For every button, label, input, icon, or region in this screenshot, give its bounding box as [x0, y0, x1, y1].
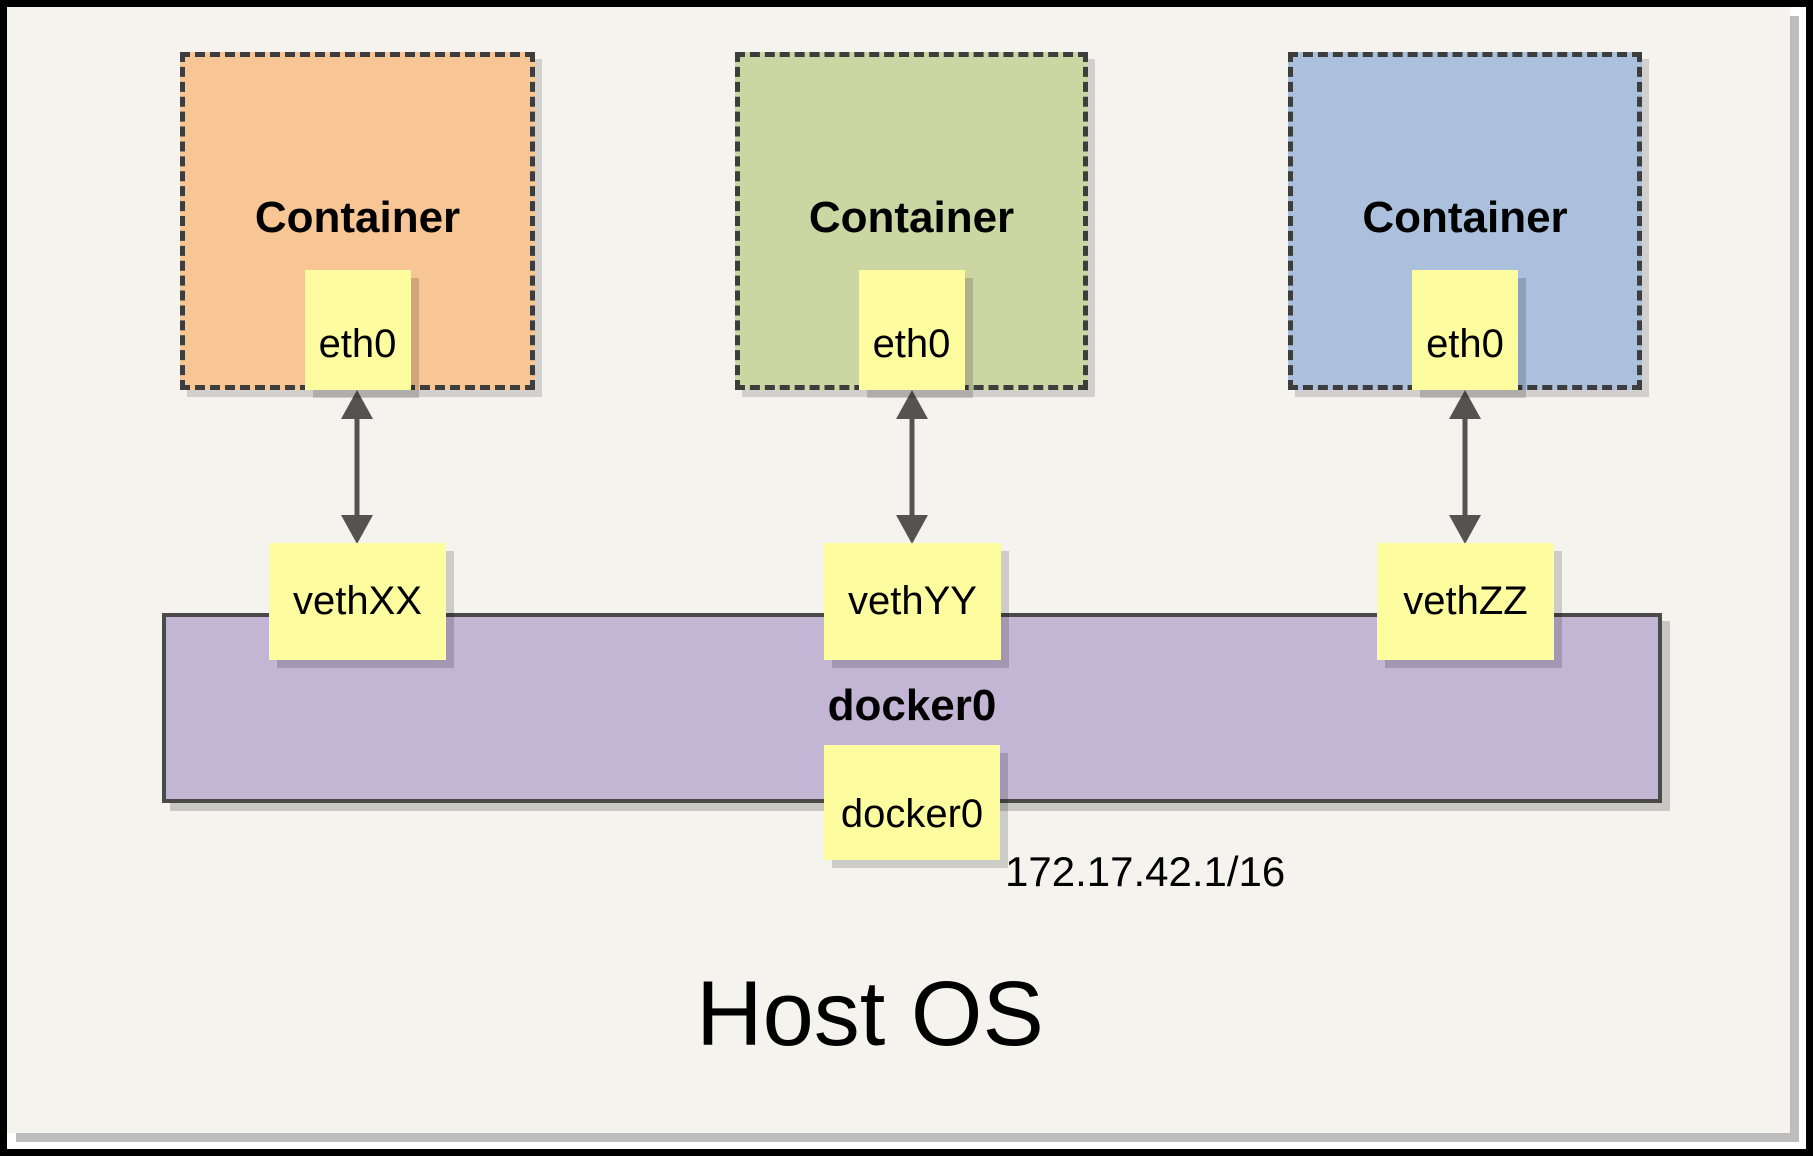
eth0-interface-box-2: eth0 [858, 270, 965, 390]
container-label: Container [254, 193, 461, 242]
container-box-2: Container eth0 [735, 52, 1088, 390]
host-os-label: Host OS [696, 963, 1044, 1065]
connection-arrow-1 [341, 390, 373, 544]
connection-arrow-2 [896, 390, 928, 544]
container-box-1: Container eth0 [180, 52, 535, 390]
vethyy-box: vethYY [824, 543, 1001, 660]
docker0-interface-box: docker0 [824, 745, 1000, 860]
bridge-ip-label: 172.17.42.1/16 [1005, 848, 1286, 895]
vethxx-box: vethXX [269, 543, 446, 660]
container-label: Container [1362, 193, 1568, 242]
connection-arrow-3 [1449, 390, 1481, 544]
container-box-3: Container eth0 [1288, 52, 1642, 390]
container-label: Container [808, 193, 1015, 242]
eth0-interface-box-1: eth0 [304, 270, 411, 390]
docker0-bridge-label: docker0 [827, 681, 997, 730]
vethzz-box: vethZZ [1377, 543, 1554, 660]
eth0-interface-box-3: eth0 [1412, 270, 1518, 390]
